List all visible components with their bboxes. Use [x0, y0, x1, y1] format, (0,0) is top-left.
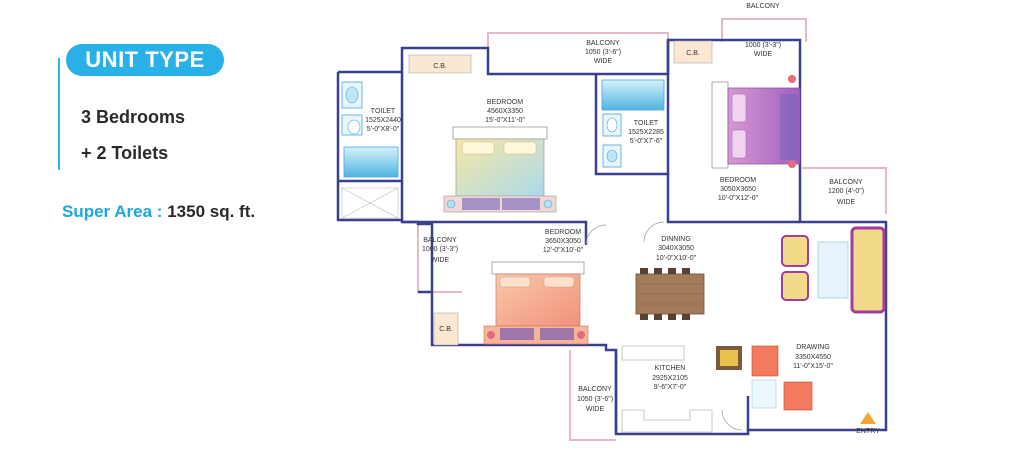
kitchen-size-mm: 2925X2105 — [652, 375, 688, 382]
unit-info-panel: UNIT TYPE 3 Bedrooms + 2 Toilets Super A… — [0, 0, 330, 463]
bedrooms-count: 3 Bedrooms — [81, 107, 186, 127]
super-area-label: Super Area : — [62, 202, 163, 221]
accent-rule — [58, 58, 60, 170]
toilet-2-size-mm: 1525X2285 — [628, 129, 664, 136]
balcony-tr-name: BALCONY — [746, 3, 780, 10]
drawing-size-mm: 3350X4550 — [795, 354, 831, 361]
entry-label: ENTRY — [856, 428, 880, 435]
drawing-room-furniture — [751, 226, 886, 411]
cb-label-1: C.B. — [433, 63, 447, 70]
cb-label-2: C.B. — [686, 50, 700, 57]
bedroom-3-size-ft: 12'-0"X10'-0" — [543, 247, 584, 254]
drawing-name: DRAWING — [796, 344, 830, 351]
toilet-1-fixtures — [341, 81, 399, 219]
entry-marker: ENTRY — [856, 412, 880, 435]
bedroom-1-name: BEDROOM — [487, 99, 523, 106]
balcony-bottom-size: 1050 (3'-6") — [577, 396, 613, 403]
balcony-left-name: BALCONY — [423, 237, 457, 244]
dinning-name: DINNING — [661, 236, 691, 243]
toilet-2-fixtures — [601, 79, 665, 168]
bedroom-2-size-ft: 10'-0"X12'-0" — [718, 195, 759, 202]
toilet-1-name: TOILET — [371, 108, 396, 115]
kitchen-name: KITCHEN — [655, 365, 686, 372]
balcony-right-wide: WIDE — [837, 199, 856, 206]
balcony-bottom-wide: WIDE — [586, 406, 605, 413]
balcony-bottom-name: BALCONY — [578, 386, 612, 393]
unit-type-badge: UNIT TYPE — [66, 44, 224, 76]
dinning-size-ft: 10'-0"X10'-0" — [656, 255, 697, 262]
balcony-top-name: BALCONY — [586, 40, 620, 47]
bedroom-1-size-mm: 4560X3350 — [487, 108, 523, 115]
bedroom-2-furniture — [711, 75, 801, 169]
bedroom-1-size-ft: 15'-0"X11'-0" — [485, 117, 525, 124]
super-area-value: 1350 sq. ft. — [167, 202, 256, 221]
cb-label-3: C.B. — [439, 326, 453, 333]
balcony-tr-size: 1000 (3'-3") — [745, 42, 781, 49]
walls — [336, 38, 888, 436]
bedroom-3-furniture — [483, 261, 589, 345]
kitchen-counter — [621, 345, 742, 433]
balcony-tr-wide: WIDE — [754, 51, 773, 58]
balcony-top-size: 1050 (3'-6") — [585, 49, 621, 56]
balcony-right-size: 1200 (4'-0") — [828, 188, 864, 195]
drawing-size-ft: 11'-0"X15'-0" — [793, 363, 833, 370]
bedroom-3-size-mm: 3650X3050 — [545, 238, 581, 245]
toilet-2-size-ft: 5'-0"X7'-6" — [630, 138, 663, 145]
toilets-count: + 2 Toilets — [81, 143, 169, 163]
toilet-2-name: TOILET — [634, 120, 659, 127]
door-swings — [585, 221, 743, 431]
kitchen-size-ft: 9'-6"X7'-0" — [654, 384, 687, 391]
cupboards: C.B. C.B. C.B. — [408, 40, 713, 346]
balcony-top-wide: WIDE — [594, 58, 613, 65]
bedroom-1-furniture — [443, 126, 557, 213]
balcony-left-size: 1000 (3'-3") — [422, 246, 458, 253]
bedroom-2-size-mm: 3050X3650 — [720, 186, 756, 193]
bedroom-2-name: BEDROOM — [720, 177, 756, 184]
bedroom-3-name: BEDROOM — [545, 229, 581, 236]
dining-table — [635, 268, 705, 320]
super-area: Super Area : 1350 sq. ft. — [62, 202, 255, 222]
balcony-right-name: BALCONY — [829, 179, 863, 186]
balcony-left-wide: WIDE — [431, 257, 450, 264]
toilet-1-size-ft: 5'-0"X8'-0" — [367, 126, 400, 133]
toilet-1-size-mm: 1525X2440 — [365, 117, 401, 124]
dinning-size-mm: 3040X3050 — [658, 245, 694, 252]
